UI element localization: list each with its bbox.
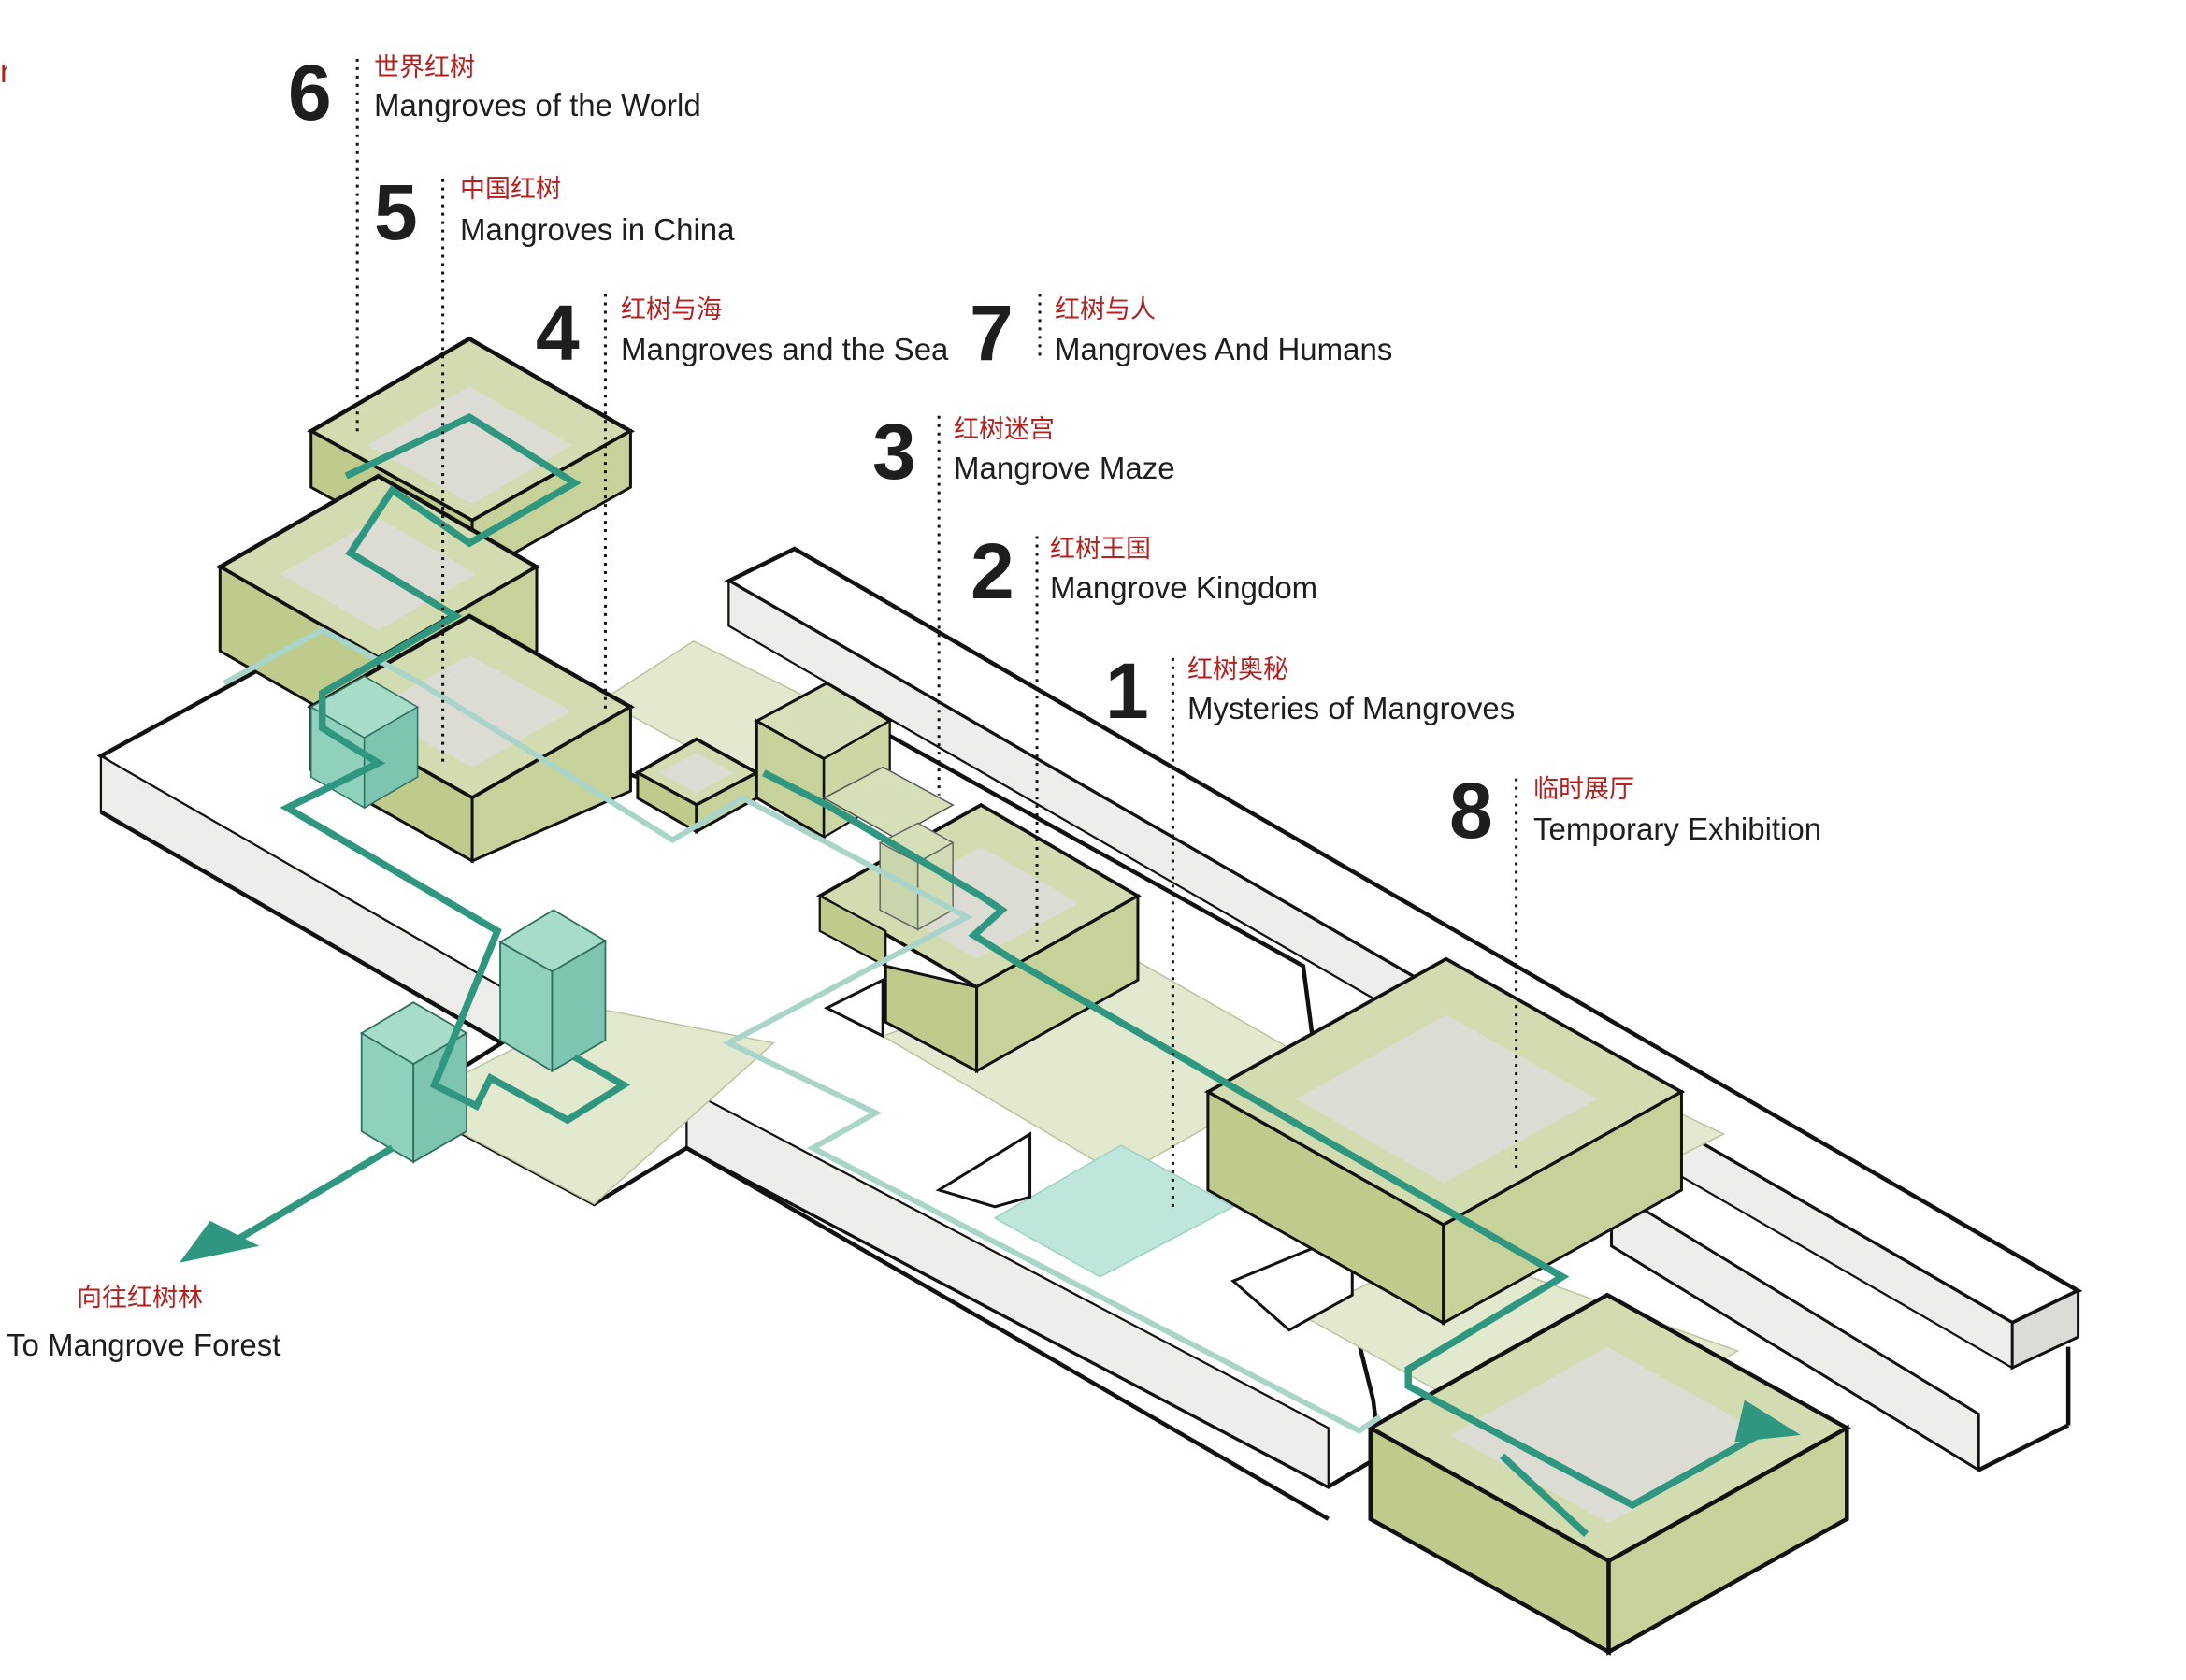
hall-2-number: 2 xyxy=(971,527,1014,615)
hall-3-number: 3 xyxy=(872,408,916,495)
hall-3-label-en: Mangrove Maze xyxy=(954,451,1175,485)
central-small-volume xyxy=(634,737,761,835)
hall-1-label-en: Mysteries of Mangroves xyxy=(1187,691,1516,725)
hall-4-label-zh: 红树与海 xyxy=(621,295,722,324)
hall-5-label-zh: 中国红树 xyxy=(460,175,561,204)
hall-5-number: 5 xyxy=(374,168,418,256)
hall-1-number: 1 xyxy=(1105,647,1149,735)
hall-4-label-en: Mangroves and the Sea xyxy=(621,332,949,366)
hall-7-label-en: Mangroves And Humans xyxy=(1055,332,1393,366)
exit-hall-volume xyxy=(1366,1292,1851,1656)
hall-7-label-zh: 红树与人 xyxy=(1055,295,1156,324)
hall-6-label-zh: 世界红树 xyxy=(374,53,475,82)
hall-1-label-zh: 红树奥秘 xyxy=(1187,655,1288,684)
exit-arrow-shaft xyxy=(236,1144,395,1242)
glass-box-left xyxy=(309,675,420,810)
glass-tower-back xyxy=(359,1001,468,1164)
route-end-arrow-icon xyxy=(1734,1400,1801,1443)
hall-3-label-zh: 红树迷宫 xyxy=(954,415,1055,444)
right-wing-slab xyxy=(724,546,2083,1473)
hall-8-number: 8 xyxy=(1449,767,1493,854)
cropped-edge-text: n xyxy=(0,56,7,90)
route-main-2 xyxy=(762,769,1761,1510)
hall-8-volume xyxy=(1204,956,1686,1326)
leader-lines xyxy=(355,58,1518,1207)
hall-7-number: 7 xyxy=(970,289,1014,377)
glass-floor-patch xyxy=(993,1144,1235,1278)
hall-8-label-en: Temporary Exhibition xyxy=(1533,811,1822,846)
hall-7-volume xyxy=(754,682,955,840)
exit-label-en: To Mangrove Forest xyxy=(7,1328,281,1362)
hall-8-label-zh: 临时展厅 xyxy=(1533,775,1634,804)
hall-2-label-zh: 红树王国 xyxy=(1050,535,1151,564)
exit-label-zh: 向往红树林 xyxy=(77,1284,203,1313)
hall-6-label-en: Mangroves of the World xyxy=(374,88,701,122)
hall-6-number: 6 xyxy=(288,49,332,136)
hall-2-label-en: Mangrove Kingdom xyxy=(1050,570,1318,605)
glass-tower-front xyxy=(498,909,608,1073)
route-main xyxy=(280,412,631,1125)
hall-5-label-en: Mangroves in China xyxy=(460,212,735,247)
exit-arrow-icon xyxy=(179,1220,260,1263)
courtyard-cutouts xyxy=(823,977,1354,1332)
route-light xyxy=(223,626,1382,1434)
hall-4-number: 4 xyxy=(536,289,580,377)
